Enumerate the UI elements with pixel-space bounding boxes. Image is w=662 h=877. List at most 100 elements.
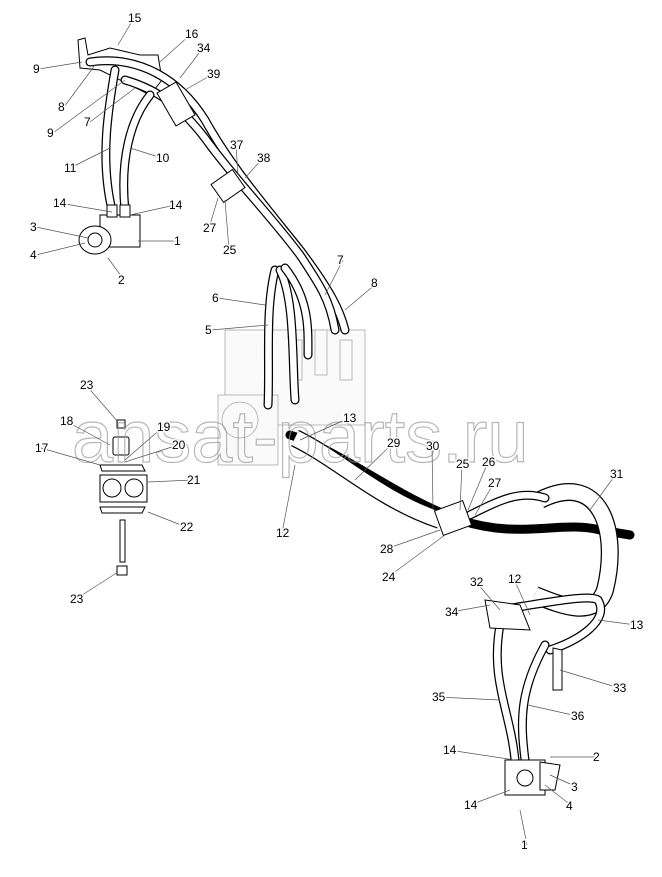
callout-number: 31 xyxy=(610,467,624,481)
leader-line xyxy=(208,197,219,229)
leader-line xyxy=(244,157,264,179)
callout-number: 8 xyxy=(58,100,65,114)
bracket-32 xyxy=(484,599,531,631)
leader-line xyxy=(35,226,89,239)
leader-line xyxy=(38,61,83,70)
leader-line xyxy=(85,384,119,423)
leader-lines xyxy=(35,17,637,846)
callout-number: 13 xyxy=(630,618,644,632)
callout-number: 7 xyxy=(337,253,344,267)
leader-line xyxy=(299,417,350,441)
callout-number: 26 xyxy=(482,455,496,469)
callout-number: 36 xyxy=(571,709,585,723)
callout-number: 25 xyxy=(456,457,470,471)
leader-line xyxy=(35,242,86,256)
callout-number: 1 xyxy=(174,234,181,248)
leader-line xyxy=(210,324,269,331)
leader-line xyxy=(40,447,101,466)
leader-line xyxy=(65,420,111,446)
callout-number: 19 xyxy=(157,420,171,434)
callout-number: 11 xyxy=(64,161,77,175)
callout-number: 30 xyxy=(426,439,440,453)
callout-number: 14 xyxy=(464,798,478,812)
clamp-25 xyxy=(433,500,473,536)
bracket-33 xyxy=(552,647,563,691)
leader-line xyxy=(448,749,516,761)
leader-line xyxy=(224,199,230,251)
leader-line xyxy=(450,604,491,613)
clamp-37 xyxy=(210,168,246,204)
leader-line xyxy=(385,529,441,550)
leader-line xyxy=(431,445,434,511)
callout-number: 23 xyxy=(70,592,84,606)
callout-number: 16 xyxy=(185,27,199,41)
callout-number: 9 xyxy=(47,126,54,140)
leader-line xyxy=(124,444,179,463)
callout-number: 28 xyxy=(380,542,394,556)
callout-number: 14 xyxy=(53,196,67,210)
leader-line xyxy=(549,774,578,788)
clamp-39 xyxy=(156,81,196,127)
callout-number: 7 xyxy=(84,115,91,129)
leader-line xyxy=(147,479,194,483)
callout-number: 37 xyxy=(230,138,244,152)
callout-number: 9 xyxy=(33,62,40,76)
callout-number: 29 xyxy=(387,436,401,450)
pump-lower-right xyxy=(504,759,561,796)
leader-line xyxy=(281,464,296,534)
callout-number: 2 xyxy=(593,750,600,764)
callout-number: 22 xyxy=(180,520,194,534)
leader-line xyxy=(324,259,344,296)
leader-line xyxy=(124,426,164,461)
leader-line xyxy=(89,87,136,123)
leader-line xyxy=(437,696,501,701)
leader-line xyxy=(589,473,617,511)
callout-number: 2 xyxy=(118,273,125,287)
callout-number: 35 xyxy=(432,690,446,704)
callout-number: 12 xyxy=(276,526,290,540)
leader-line xyxy=(467,461,489,511)
callout-number: 12 xyxy=(508,572,522,586)
leader-line xyxy=(519,809,528,846)
callout-number: 5 xyxy=(205,323,212,337)
leader-line xyxy=(58,202,113,213)
callout-number: 1 xyxy=(521,838,528,852)
leader-line xyxy=(129,147,163,159)
callout-number: 6 xyxy=(212,291,219,305)
callout-number: 39 xyxy=(207,67,221,81)
leader-line xyxy=(179,47,204,79)
callout-number: 34 xyxy=(197,41,211,55)
callout-number: 32 xyxy=(470,575,484,589)
callout-number: 20 xyxy=(172,438,186,452)
leader-line xyxy=(469,789,511,806)
leader-line xyxy=(69,147,111,169)
callout-number: 3 xyxy=(571,780,578,794)
callout-number: 4 xyxy=(566,799,573,813)
leader-line xyxy=(527,704,578,717)
callout-number: 33 xyxy=(613,681,627,695)
callout-number: 21 xyxy=(187,473,201,487)
callout-number: 17 xyxy=(35,441,49,455)
leader-line xyxy=(354,442,394,481)
leader-line xyxy=(63,64,96,108)
leader-line xyxy=(544,784,573,807)
callout-number: 10 xyxy=(156,151,170,165)
leader-line xyxy=(52,79,126,134)
leader-line xyxy=(107,257,125,281)
leader-line xyxy=(184,73,214,91)
callout-number: 4 xyxy=(30,248,37,262)
leader-line xyxy=(147,511,187,528)
leader-line xyxy=(159,33,192,63)
callout-number: 14 xyxy=(443,743,457,757)
callout-number: 25 xyxy=(223,243,237,257)
callout-number: 34 xyxy=(445,605,459,619)
callout-number: 15 xyxy=(128,11,142,25)
callout-number: 27 xyxy=(488,476,502,490)
lower-hoses xyxy=(285,429,635,765)
callout-number: 14 xyxy=(169,198,183,212)
callout-number: 38 xyxy=(257,151,271,165)
leader-line xyxy=(475,581,501,611)
